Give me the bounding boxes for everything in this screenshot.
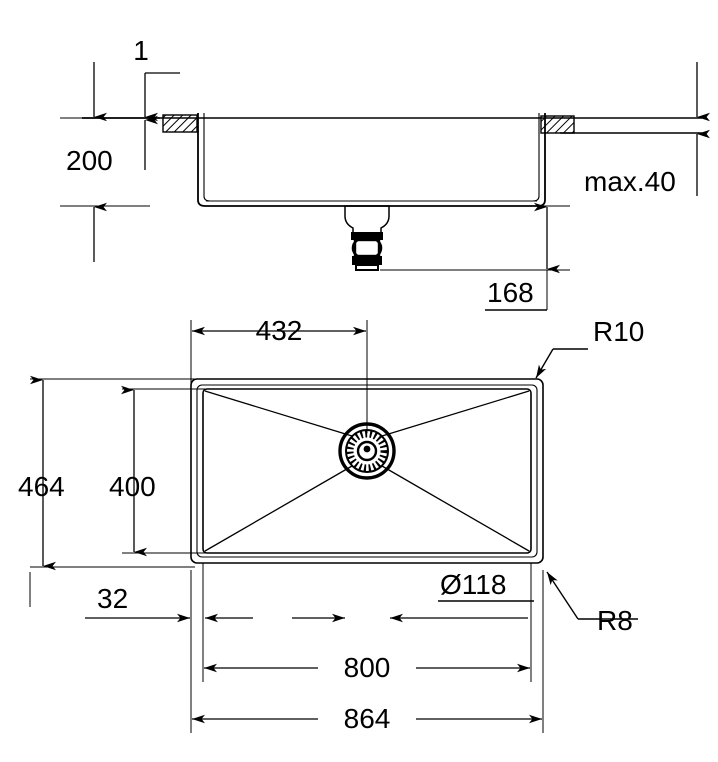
drain-body	[344, 205, 390, 235]
drain-strainer-slots	[346, 430, 388, 472]
plan-view-group: 432 464 400 R10 R8 32 Ø118 800 864	[18, 315, 644, 734]
dim-label-drain-diameter: Ø118	[440, 569, 506, 600]
dim-label-drain-offset: 432	[256, 315, 303, 346]
drain-outlet	[355, 264, 379, 271]
dim-label-outer-width: 864	[344, 703, 391, 734]
dim-label-inner-width: 800	[344, 652, 391, 683]
drain-assembly-section	[344, 205, 390, 271]
drain-shaft	[353, 238, 381, 258]
counter-hatch-right	[540, 115, 575, 134]
bowl-slope-line-tl	[204, 390, 353, 437]
dim-label-counter-thickness: max.40	[584, 166, 676, 197]
dim-label-drain-height: 168	[487, 277, 534, 308]
dim-label-bowl-depth: 200	[66, 145, 113, 176]
dim-label-inner-depth: 400	[109, 471, 156, 502]
bowl-slope-line-br	[381, 465, 530, 552]
dim-label-corner-radius-outer: R10	[593, 316, 644, 347]
dim-label-864-backing	[318, 699, 416, 729]
bowl-slope-line-bl	[204, 465, 353, 552]
drain-center-dot	[363, 445, 371, 453]
leader-arrow-r8	[546, 571, 579, 620]
sink-bowl-outline	[197, 113, 546, 207]
dim-label-800-backing	[318, 648, 416, 678]
drain-hub	[356, 440, 378, 462]
section-view-group: 200 1 max.40 168	[60, 35, 710, 311]
dim-label-corner-radius-inner: R8	[597, 605, 633, 636]
dim-label-outer-depth: 464	[18, 471, 65, 502]
dim-label-rim-thickness: 1	[133, 35, 149, 66]
bowl-slope-line-tr	[381, 390, 530, 437]
drain-nut-lower	[352, 256, 382, 265]
leader-arrow-r10	[535, 348, 554, 379]
sink-bowl-inner-outline	[203, 113, 540, 202]
dim-label-rim-offset: 32	[97, 583, 128, 614]
counter-hatch-left	[162, 114, 198, 133]
